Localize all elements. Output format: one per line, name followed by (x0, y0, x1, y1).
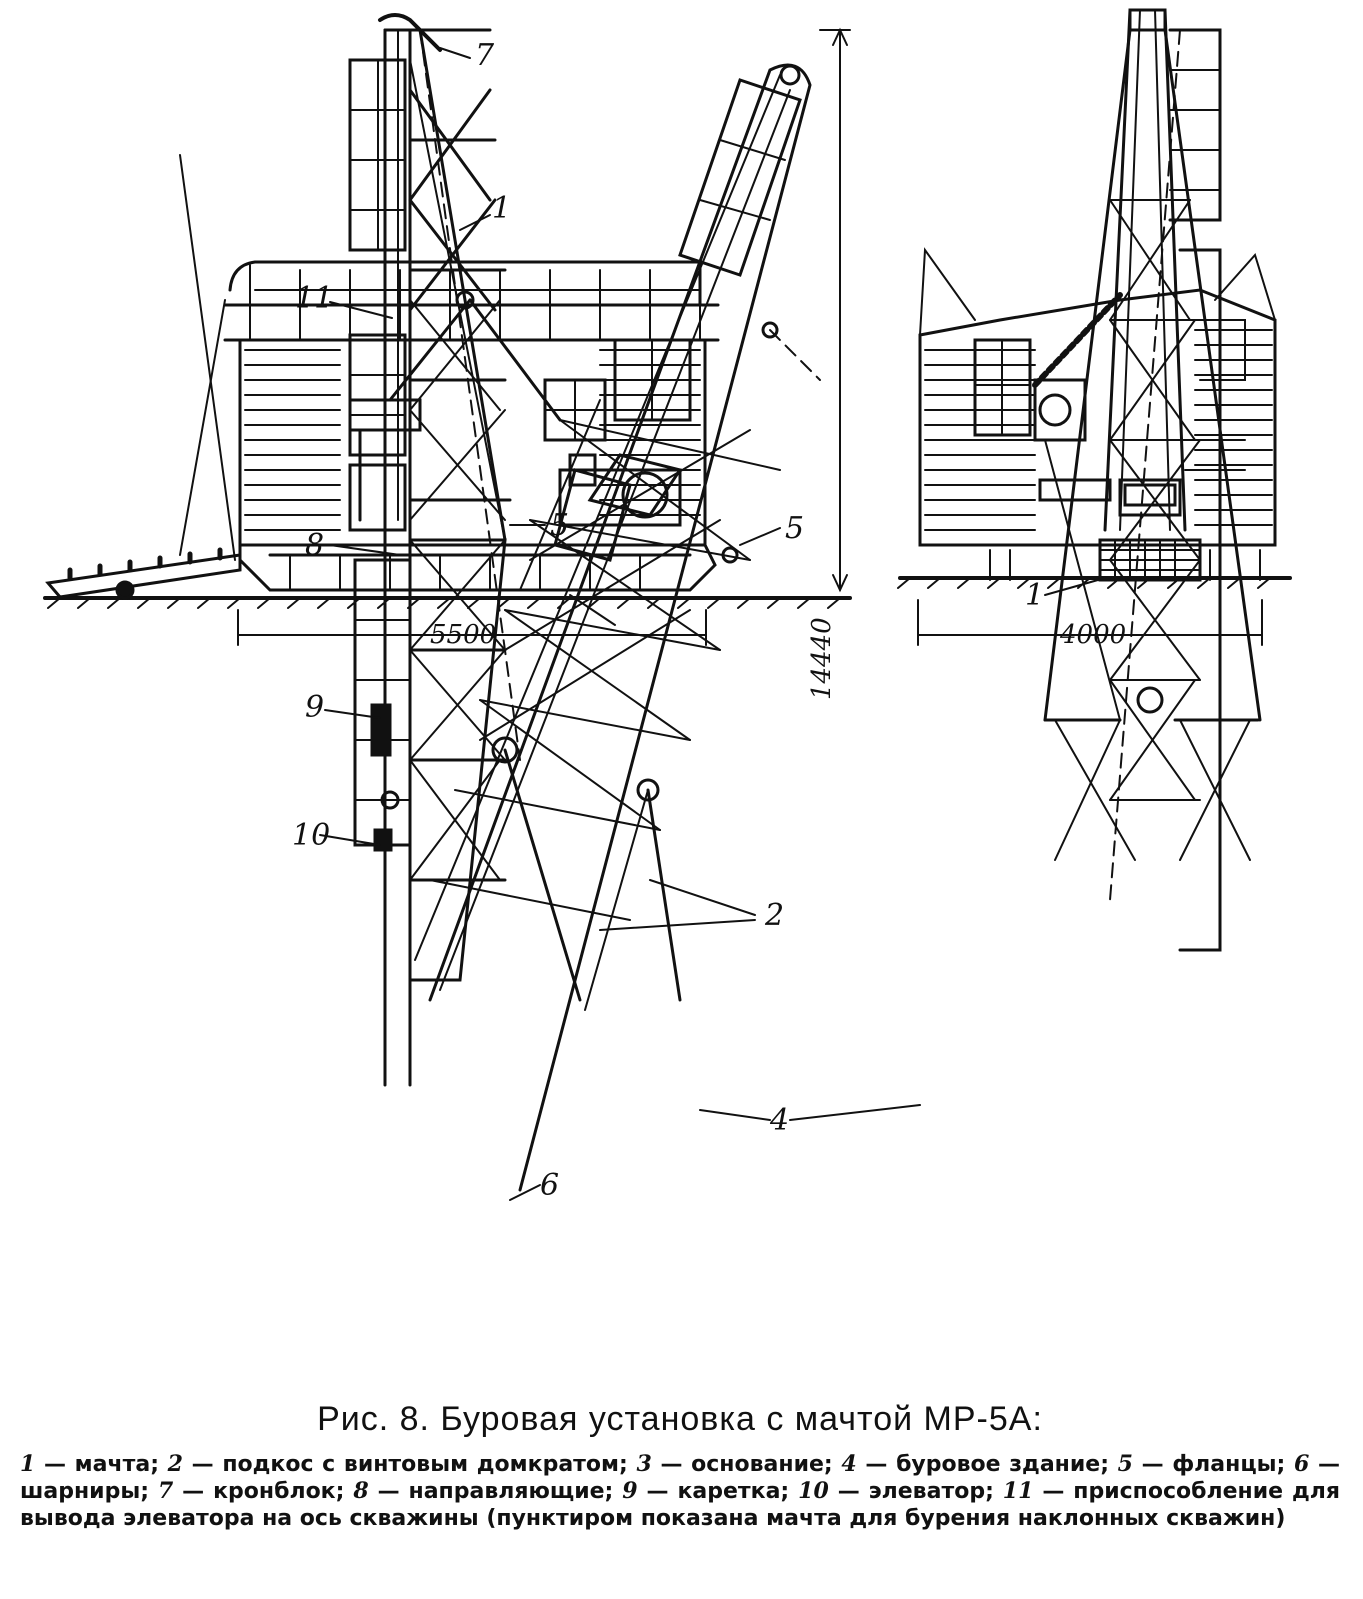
label-2: 2 (764, 898, 784, 933)
legend-item-number: 7 (157, 1478, 174, 1504)
mast-right (1032, 8, 1262, 952)
building-right (918, 247, 1277, 582)
label-5a: 5 (550, 508, 569, 543)
leader-lines-left (319, 47, 781, 1201)
legend-item-text: — элеватор; (828, 1479, 1003, 1504)
label-8: 8 (305, 528, 324, 563)
label-1-right: 1 (1025, 578, 1044, 613)
legend-item-text: — шарниры; (20, 1452, 1340, 1504)
legend-item-number: 11 (1002, 1478, 1034, 1504)
legend-item-number: 1 (20, 1451, 36, 1477)
dimension-base-left (237, 609, 707, 646)
label-10: 10 (292, 818, 330, 853)
legend-item-number: 2 (167, 1451, 183, 1477)
dimension-4000: 4000 (1059, 620, 1126, 650)
legend-item-text: — каретка; (637, 1479, 799, 1504)
label-4: 4 (769, 1103, 789, 1138)
label-9: 9 (305, 690, 324, 725)
figure-caption: Рис. 8. Буровая установка с мачтой МР-5А… (20, 1400, 1340, 1532)
label-5b: 5 (785, 511, 804, 546)
legend-item-text: — буровое здание; (856, 1452, 1118, 1477)
legend-item-text: — приспособление для вывода элеватора на… (20, 1479, 1341, 1531)
caption-title: Рис. 8. Буровая установка с мачтой МР-5А… (317, 1400, 1043, 1438)
label-6: 6 (540, 1168, 559, 1203)
legend-item-number: 10 (798, 1478, 829, 1504)
legend-item-number: 3 (636, 1451, 652, 1477)
mast-inclined (414, 63, 821, 1192)
ramp-sled (45, 154, 242, 600)
dimension-height (819, 27, 851, 593)
legend-item-number: 6 (1294, 1451, 1310, 1477)
legend-item-text: — кронблок; (173, 1479, 354, 1504)
legend-item-number: 8 (353, 1478, 369, 1504)
rig-drawing: 7 1 11 5 8 5 9 10 2 4 6 3 1 5500 4000 14… (43, 8, 1292, 1203)
dimension-14440: 14440 (807, 617, 837, 700)
caption-legend: 1 — мачта; 2 — подкос с винтовым домкрат… (20, 1451, 1340, 1532)
label-11: 11 (295, 281, 333, 316)
ground-right (897, 576, 1292, 589)
legend-item-text: — подкос с винтовым домкратом; (182, 1452, 637, 1477)
callout-labels: 7 1 11 5 8 5 9 10 2 4 6 3 1 5500 4000 14… (292, 38, 1126, 1203)
ground-left (43, 596, 852, 609)
legend-item-text: — основание; (651, 1452, 842, 1477)
legend-item-number: 5 (1117, 1451, 1133, 1477)
dimension-5500: 5500 (430, 620, 496, 650)
leader-lines-right (789, 577, 1106, 1121)
label-1: 1 (492, 191, 511, 226)
label-7: 7 (475, 38, 495, 73)
mast-vertical (348, 13, 582, 1087)
legend-item-text: — направляющие; (368, 1479, 623, 1504)
legend-item-text: — фланцы; (1132, 1452, 1294, 1477)
legend-item-number: 9 (622, 1478, 638, 1504)
legend-item-text: — мачта; (35, 1452, 168, 1477)
legend-item-number: 4 (841, 1451, 857, 1477)
dimension-base-right (917, 599, 1263, 646)
